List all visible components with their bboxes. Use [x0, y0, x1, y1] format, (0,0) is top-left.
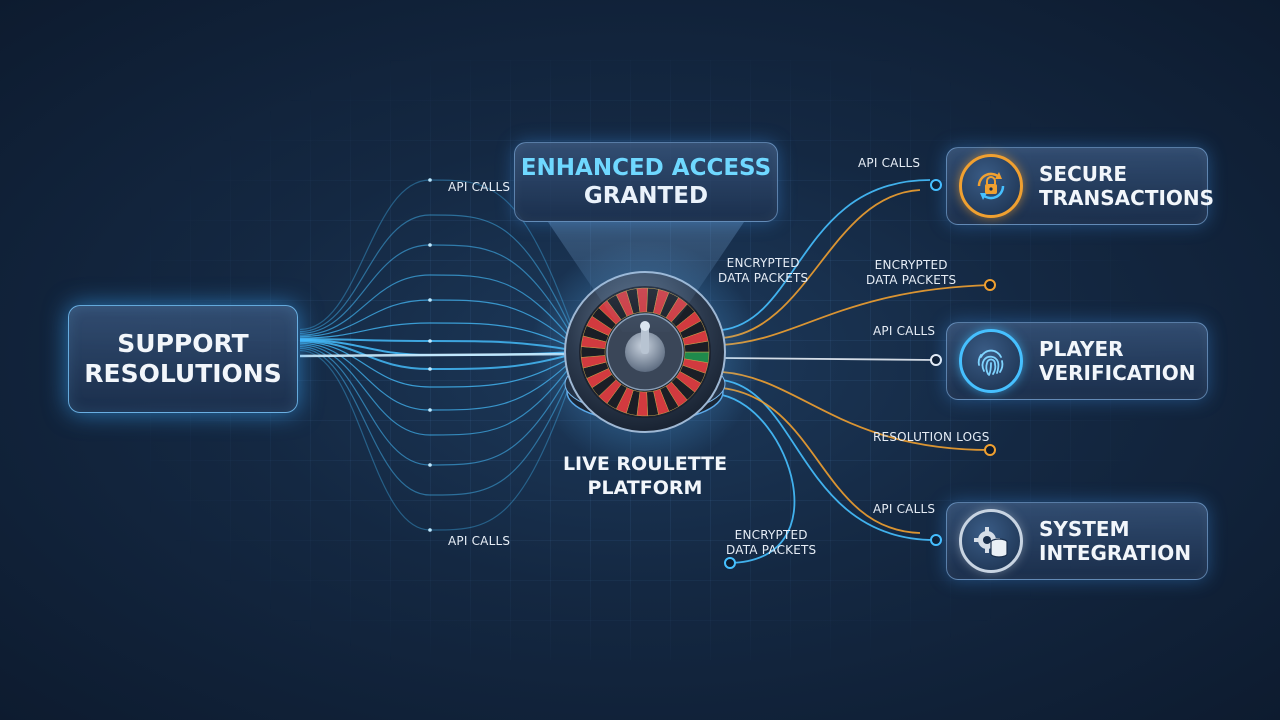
player-verification-box[interactable]: Player Verification — [946, 322, 1208, 400]
link-line — [721, 394, 796, 564]
support-resolutions-box[interactable]: Support Resolutions — [68, 305, 298, 413]
api-calls-secure-label: API Calls — [858, 156, 921, 170]
fan-line — [299, 341, 576, 388]
encrypted-right-label: Encrypted Data Packets — [866, 258, 956, 288]
fan-line — [299, 274, 576, 345]
player-text: Player Verification — [1039, 337, 1196, 385]
player-line1: Player — [1039, 337, 1124, 361]
enhanced-access-box[interactable]: Enhanced Access Granted — [514, 142, 778, 222]
secure-transactions-box[interactable]: Secure Transactions — [946, 147, 1214, 225]
encrypted-right-line2: Data Packets — [866, 273, 957, 287]
system-text: System Integration — [1039, 517, 1191, 565]
fan-node — [428, 408, 432, 412]
encrypted-bottom-line2: Data Packets — [726, 543, 817, 557]
fan-node — [428, 298, 432, 302]
roulette-pocket — [684, 340, 710, 353]
access-line1: Enhanced Access — [520, 155, 772, 181]
fan-line — [299, 214, 576, 339]
secure-line2: Transactions — [1039, 186, 1215, 210]
link-endpoint — [930, 354, 942, 366]
platform-line2: Platform — [587, 477, 703, 499]
fan-line — [299, 344, 576, 436]
encrypted-mid-line1: Encrypted — [726, 256, 800, 270]
api-calls-system-label: API Calls — [873, 502, 936, 516]
roulette-spindle — [641, 326, 649, 354]
system-line2: Integration — [1039, 541, 1192, 565]
link-endpoint — [724, 557, 736, 569]
secure-line1: Secure — [1039, 162, 1128, 186]
fan-node — [428, 528, 432, 532]
link-endpoint — [930, 179, 942, 191]
fan-node — [428, 367, 432, 371]
player-line2: Verification — [1039, 361, 1196, 385]
link-endpoint — [984, 279, 996, 291]
resolution-logs-label: Resolution Logs — [873, 430, 990, 444]
link-endpoint — [930, 534, 942, 546]
roulette-pockets — [580, 287, 710, 417]
encrypted-bottom-label: Encrypted Data Packets — [726, 528, 816, 558]
fan-main-beam — [299, 352, 576, 358]
support-line2: Resolutions — [84, 359, 282, 388]
roulette-spindle-top — [640, 321, 650, 331]
api-calls-left-bottom-label: API Calls — [448, 534, 511, 548]
fan-node — [428, 463, 432, 467]
api-calls-player-label: API Calls — [873, 324, 936, 338]
support-line1: Support — [117, 329, 249, 358]
encrypted-right-line1: Encrypted — [874, 258, 948, 272]
fan-line — [299, 347, 576, 496]
lock-rotate-icon — [959, 154, 1023, 218]
api-calls-left-top-label: API Calls — [448, 180, 511, 194]
fan-node — [428, 243, 432, 247]
link-endpoint — [984, 444, 996, 456]
secure-text: Secure Transactions — [1039, 162, 1214, 210]
access-line2: Granted — [583, 183, 709, 209]
encrypted-mid-label: Encrypted Data Packets — [718, 256, 808, 286]
platform-label: Live Roulette Platform — [530, 452, 760, 500]
fan-node — [428, 178, 432, 182]
link-line — [721, 387, 921, 534]
roulette-hub — [530, 240, 760, 470]
platform-line1: Live Roulette — [562, 453, 728, 475]
fingerprint-icon — [959, 329, 1023, 393]
encrypted-bottom-line1: Encrypted — [734, 528, 808, 542]
encrypted-mid-line2: Data Packets — [718, 271, 809, 285]
fan-node — [428, 339, 432, 343]
system-integration-box[interactable]: System Integration — [946, 502, 1208, 580]
system-line1: System — [1039, 517, 1130, 541]
gear-database-icon — [959, 509, 1023, 573]
fan-line — [299, 322, 576, 350]
